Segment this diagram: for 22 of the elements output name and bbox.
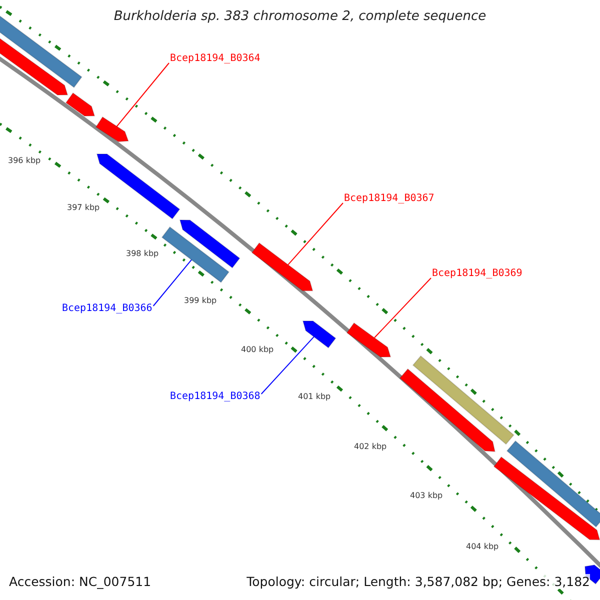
summary-text: Topology: circular; Length: 3,587,082 bp; Genes: 3,182 xyxy=(246,574,590,589)
scale-label: 397 kbp xyxy=(67,203,100,213)
gene-label: Bcep18194_B0368 xyxy=(170,391,260,403)
scale-label: 402 kbp xyxy=(354,442,387,452)
scale-label: 399 kbp xyxy=(184,296,217,306)
gene-label: Bcep18194_B0364 xyxy=(170,53,260,65)
gene-label: Bcep18194_B0367 xyxy=(344,193,434,205)
scale-label: 400 kbp xyxy=(241,345,274,355)
scale-label: 401 kbp xyxy=(298,392,331,402)
leader-line xyxy=(374,278,432,338)
accession-text: Accession: NC_007511 xyxy=(9,574,152,589)
leader-line xyxy=(116,62,170,127)
scale-label: 403 kbp xyxy=(410,491,443,501)
leader-line xyxy=(152,259,192,306)
leader-line xyxy=(288,202,344,266)
gene-label: Bcep18194_B0366 xyxy=(62,303,152,315)
scale-label: 396 kbp xyxy=(8,156,41,166)
title: Burkholderia sp. 383 chromosome 2, complete sequence xyxy=(112,9,488,24)
scale-label: 404 kbp xyxy=(466,542,499,552)
gene-label: Bcep18194_B0369 xyxy=(432,268,522,280)
scale-label: 398 kbp xyxy=(126,249,159,259)
leader-line xyxy=(260,336,314,394)
